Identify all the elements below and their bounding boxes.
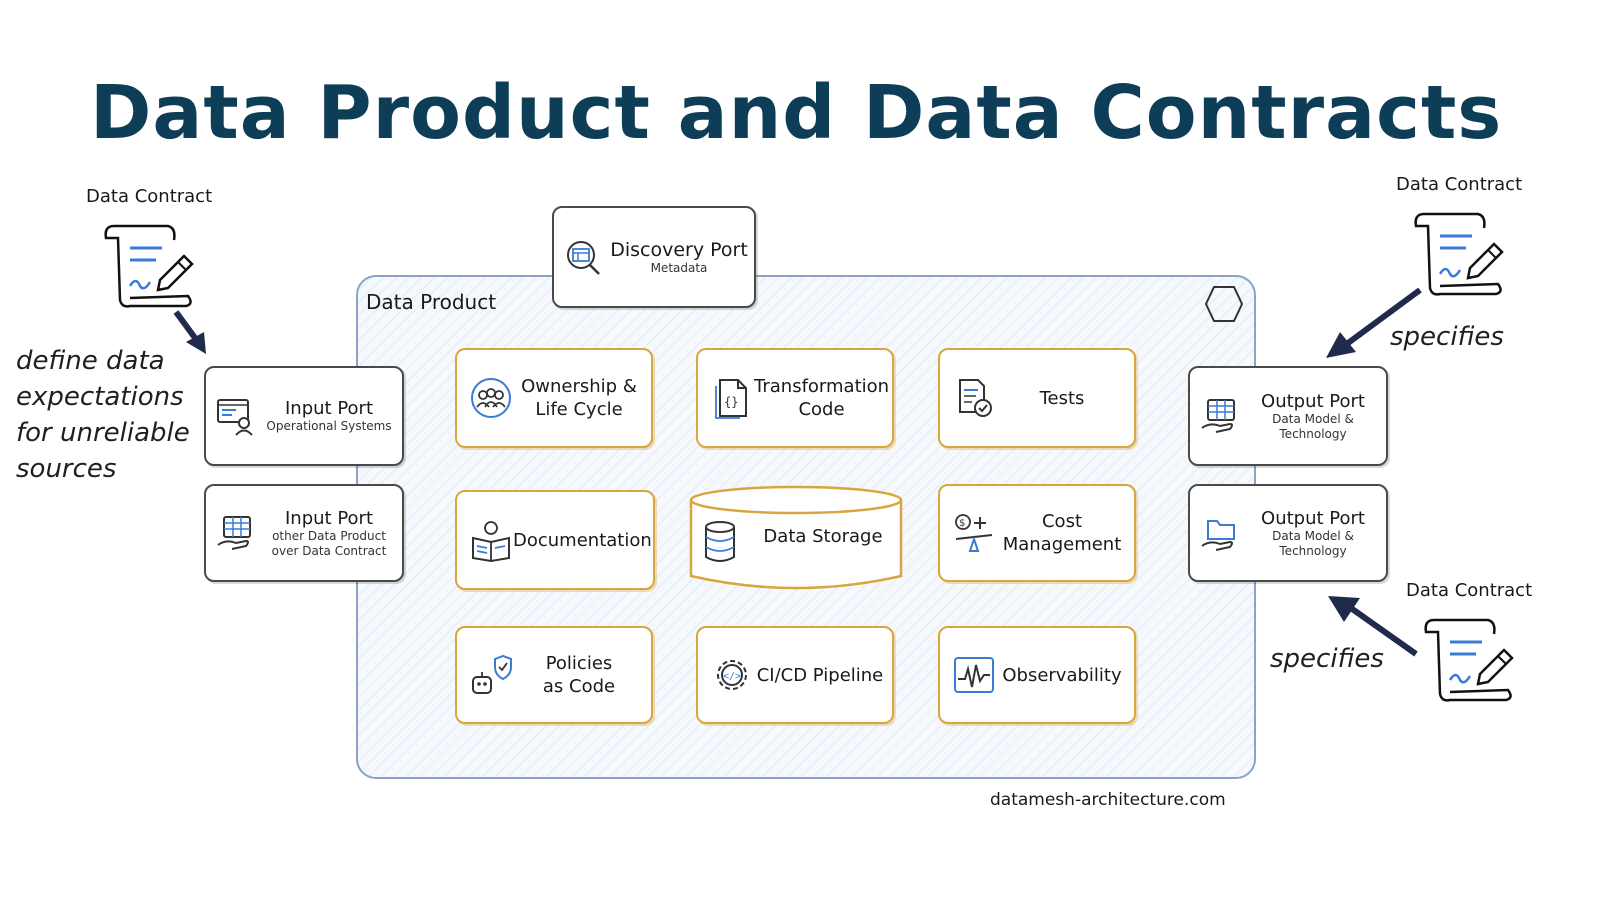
component-label-line2: Life Cycle <box>535 399 623 420</box>
component-policies[interactable]: Policies as Code <box>455 626 653 724</box>
component-label-line1: Policies <box>545 653 613 674</box>
component-label: CI/CD Pipeline <box>756 664 884 686</box>
page-title: Data Product and Data Contracts <box>90 70 1503 156</box>
annotation-left-line4: sources <box>16 454 117 484</box>
discovery-port-title: Discovery Port <box>610 238 748 261</box>
svg-text:{}: {} <box>724 395 738 409</box>
folder-hand-icon <box>1201 520 1235 551</box>
annotation-right-top: specifies <box>1390 322 1504 352</box>
input-port-operational[interactable]: Input Port Operational Systems <box>204 366 404 466</box>
component-tests[interactable]: Tests <box>938 348 1136 448</box>
output-port-1[interactable]: Output Port Data Model & Technology <box>1188 366 1388 466</box>
component-data-storage[interactable]: Data Storage <box>688 484 904 592</box>
component-cicd[interactable]: </> CI/CD Pipeline <box>696 626 894 724</box>
contract-scroll-icon <box>1414 212 1504 296</box>
component-label: Observability <box>1002 664 1122 686</box>
contract-label-left: Data Contract <box>86 186 213 207</box>
robot-shield-icon <box>472 654 512 694</box>
discovery-port[interactable]: Discovery Port Metadata <box>552 206 756 308</box>
metadata-search-icon <box>567 241 600 275</box>
output-port-2[interactable]: Output Port Data Model & Technology <box>1188 484 1388 582</box>
data-product-label: Data Product <box>366 290 497 314</box>
discovery-port-subtitle: Metadata <box>650 260 708 275</box>
input-user-icon <box>217 399 253 436</box>
cylinder-shape <box>689 485 903 590</box>
input-port-data-product[interactable]: Input Port other Data Product over Data … <box>204 484 404 582</box>
component-label: Documentation <box>513 529 652 551</box>
annotation-left-line3: for unreliable <box>16 418 190 448</box>
hand-table-icon <box>217 516 251 550</box>
input-port-title: Input Port <box>284 398 373 419</box>
component-label-line2: Management <box>1002 534 1122 555</box>
output-port-subtitle: Data Model & Technology <box>1272 411 1354 441</box>
annotation-left: define data expectations for unreliable … <box>16 343 190 487</box>
test-checklist-icon <box>959 379 992 417</box>
component-label-line1: Ownership & <box>521 376 637 397</box>
component-label-line1: Cost <box>1041 511 1083 532</box>
output-port-title: Output Port <box>1261 507 1365 529</box>
code-file-icon: {} <box>715 379 747 419</box>
arrow-down-right-icon <box>173 310 206 354</box>
annotation-left-line2: expectations <box>16 382 184 412</box>
component-label: Tests <box>1039 387 1085 409</box>
component-label-line2: Code <box>798 399 845 420</box>
svg-text:$: $ <box>959 518 965 529</box>
component-transformation[interactable]: {} Transformation Code <box>696 348 894 448</box>
documentation-icon <box>472 521 510 562</box>
hand-table-icon <box>1201 399 1235 433</box>
monitor-chart-icon <box>954 657 994 693</box>
arrow-up-left-icon <box>1328 596 1418 657</box>
input-port-subtitle-line2: over Data Contract <box>271 543 387 558</box>
component-ownership[interactable]: Ownership & Life Cycle <box>455 348 653 448</box>
contract-scroll-icon <box>104 224 194 308</box>
hexagon-icon <box>1204 286 1244 322</box>
output-port-title: Output Port <box>1261 390 1365 412</box>
component-observability[interactable]: Observability <box>938 626 1136 724</box>
annotation-right-bottom: specifies <box>1270 644 1384 674</box>
component-label-line1: Transformation <box>754 376 890 397</box>
database-icon <box>705 521 735 562</box>
annotation-left-line1: define data <box>16 346 165 376</box>
input-port-subtitle-line1: other Data Product <box>272 528 386 543</box>
component-label: Data Storage <box>763 526 883 547</box>
arrow-down-left-icon <box>1326 287 1422 358</box>
component-cost[interactable]: $ Cost Management <box>938 484 1136 582</box>
component-label-line2: as Code <box>542 676 616 697</box>
cost-icon: $ <box>955 514 993 552</box>
contract-label-right-bottom: Data Contract <box>1406 580 1533 601</box>
team-icon <box>471 378 511 418</box>
output-port-subtitle: Data Model & Technology <box>1272 528 1354 558</box>
svg-text:</>: </> <box>723 671 741 682</box>
component-documentation[interactable]: Documentation <box>455 490 655 590</box>
input-port-subtitle: Operational Systems <box>266 419 392 433</box>
contract-scroll-icon <box>1424 618 1514 702</box>
input-port-title: Input Port <box>284 507 373 529</box>
gear-code-icon: </> <box>717 660 747 690</box>
footer-source: datamesh-architecture.com <box>990 790 1226 810</box>
contract-label-right-top: Data Contract <box>1396 174 1523 195</box>
